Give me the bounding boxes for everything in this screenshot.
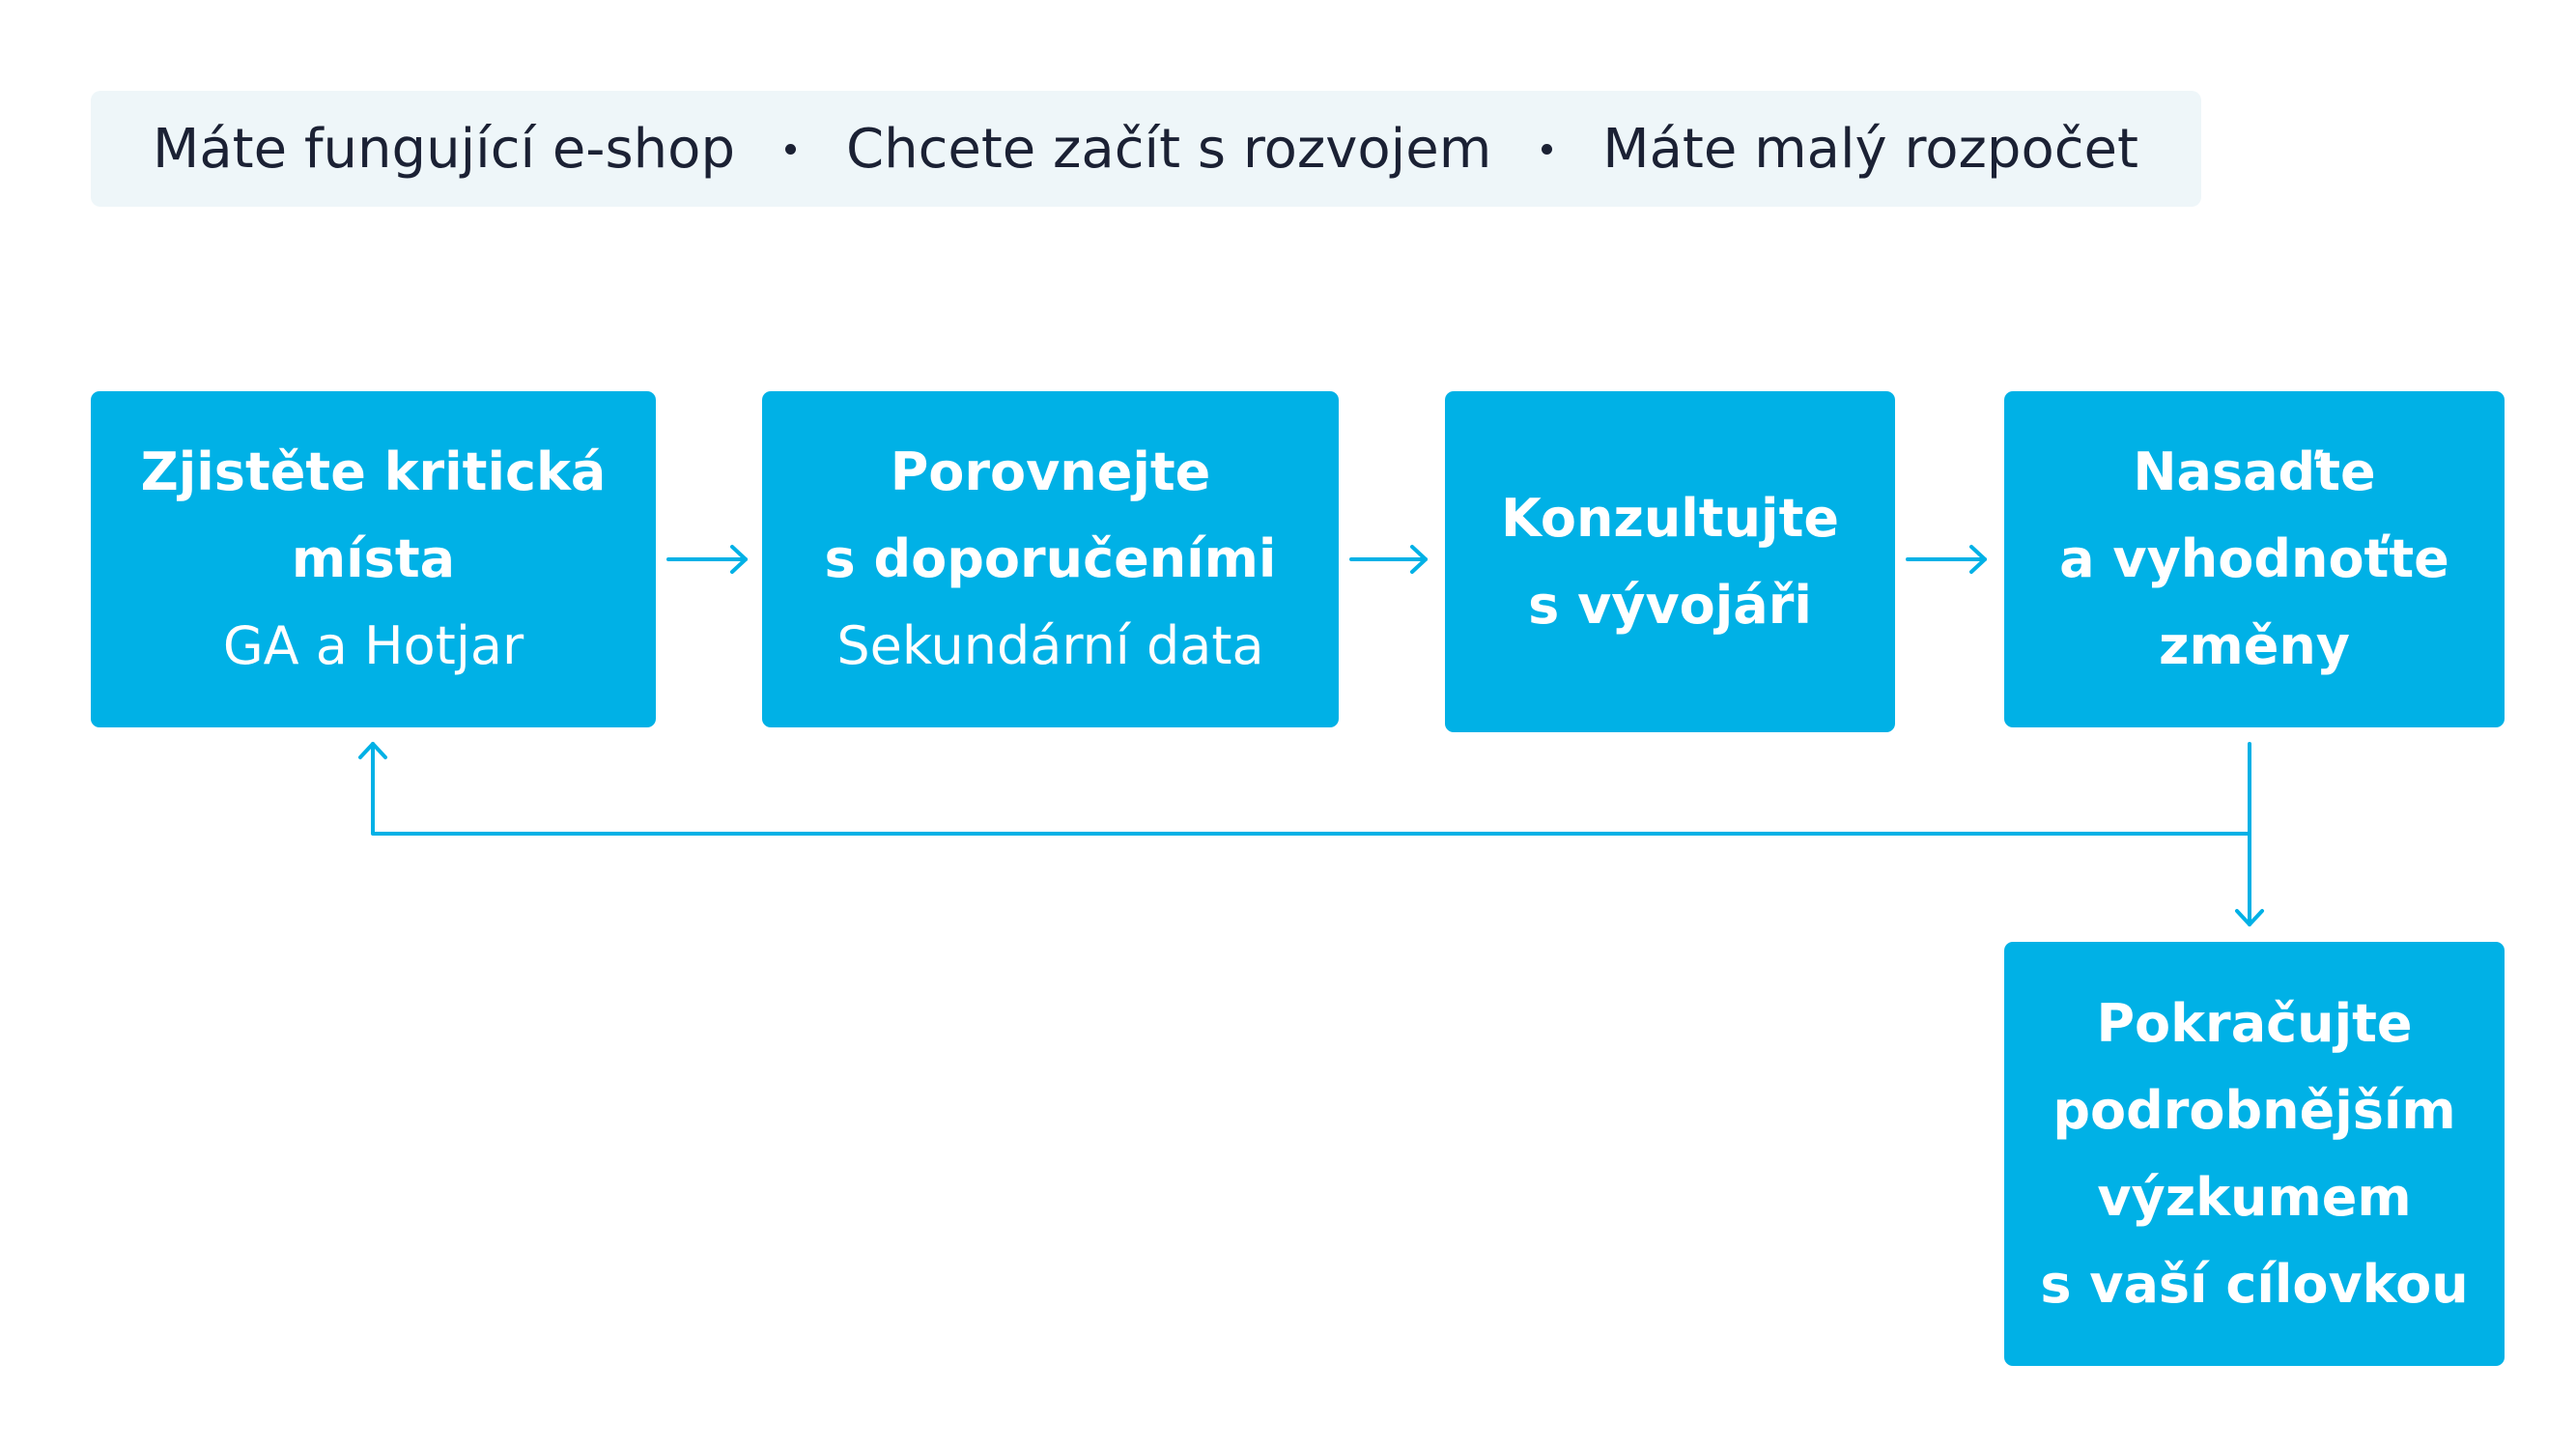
step-5-title-line-2: podrobnějším (2052, 1079, 2456, 1141)
condition-2: Chcete začít s rozvojem (845, 117, 1492, 181)
step-5-title-line-3: výzkumem (2097, 1166, 2412, 1228)
step-3-box: Konzultujte s vývojáři (1445, 391, 1895, 732)
conditions-banner: Máte fungující e-shop Chcete začít s roz… (91, 91, 2201, 207)
step-1-title-line-2: místa (291, 528, 456, 589)
step-5-title-line-1: Pokračujte (2096, 992, 2413, 1054)
step-2-title-line-1: Porovnejte (890, 441, 1211, 502)
arrow-step1-to-step2 (666, 545, 748, 574)
arrow-step3-to-step4 (1906, 545, 1987, 574)
step-4-box: Nasaďte a vyhodnoťte změny (2004, 391, 2505, 727)
step-5-box: Pokračujte podrobnějším výzkumem s vaší … (2004, 942, 2505, 1366)
bullet-separator (1542, 143, 1553, 155)
feedback-loop-arrow (358, 742, 2251, 836)
condition-1: Máte fungující e-shop (153, 117, 735, 181)
step-4-title-line-3: změny (2159, 615, 2350, 676)
step-2-title-line-2: s doporučeními (824, 528, 1277, 589)
condition-3: Máte malý rozpočet (1602, 117, 2138, 181)
step-2-box: Porovnejte s doporučeními Sekundární dat… (762, 391, 1339, 727)
step-1-subtitle: GA a Hotjar (222, 615, 524, 676)
step-2-subtitle: Sekundární data (836, 615, 1264, 676)
step-4-title-line-2: a vyhodnoťte (2059, 528, 2449, 589)
step-1-title-line-1: Zjistěte kritická (140, 441, 607, 502)
step-5-title-line-4: s vaší cílovkou (2040, 1253, 2469, 1315)
bullet-separator (784, 143, 796, 155)
step-3-title-line-1: Konzultujte (1500, 487, 1840, 549)
arrow-step4-to-step5 (2235, 832, 2264, 926)
step-3-title-line-2: s vývojáři (1528, 574, 1812, 636)
arrow-step2-to-step3 (1349, 545, 1428, 574)
step-1-box: Zjistěte kritická místa GA a Hotjar (91, 391, 656, 727)
step-4-title-line-1: Nasaďte (2133, 441, 2376, 502)
